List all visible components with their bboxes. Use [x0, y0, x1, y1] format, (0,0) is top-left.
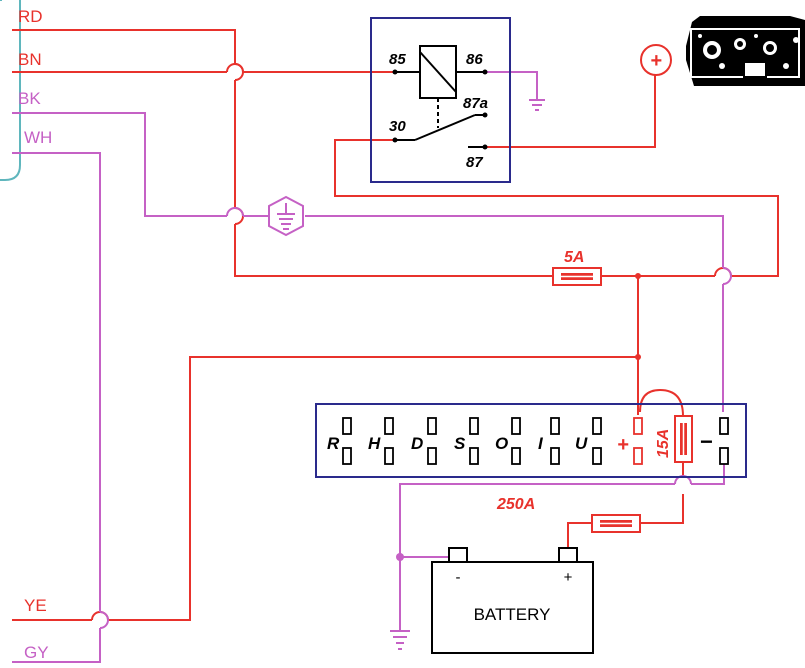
- plus-circle-icon: [640, 44, 672, 76]
- relay-pin-85: 85: [389, 51, 406, 68]
- pink-wires: [12, 71, 725, 663]
- terminal-label-o: O: [495, 434, 508, 453]
- wire-label-wh: WH: [24, 128, 52, 147]
- terminal-s: S: [454, 417, 479, 465]
- fuse-5a-label: 5A: [564, 249, 584, 266]
- wire-label-gy: GY: [24, 643, 49, 662]
- relay: 85 86 87a 30 87: [370, 17, 511, 183]
- junction-dot: [635, 273, 641, 279]
- terminal-label-plus: +: [617, 434, 629, 456]
- terminal-label-h: H: [368, 434, 381, 453]
- terminal-label-u: U: [575, 434, 588, 453]
- wire-label-rd: RD: [18, 7, 43, 26]
- terminal-label-r: R: [327, 434, 340, 453]
- relay-pin-87a: 87a: [463, 95, 488, 112]
- ground-symbol: [529, 99, 545, 111]
- plus-circle-label: +: [650, 50, 662, 72]
- component-illustration: [686, 16, 805, 86]
- terminal-minus: −: [700, 417, 729, 465]
- terminal-plus: +: [617, 417, 643, 465]
- battery: - + BATTERY: [431, 547, 594, 654]
- wire-bundle-bracket: [0, 0, 21, 181]
- relay-pin-30: 30: [389, 118, 406, 135]
- fuse-15a: [674, 415, 693, 463]
- fuse-250a-label: 250A: [496, 496, 535, 513]
- terminal-h: H: [368, 417, 394, 465]
- battery-neg-label: -: [456, 569, 461, 586]
- battery-pos-label: +: [564, 569, 573, 586]
- terminal-i: I: [538, 417, 560, 465]
- terminal-d: D: [411, 417, 437, 465]
- fuse-250a: [591, 514, 641, 533]
- fuse-15a-label: 15A: [655, 429, 672, 458]
- wire-crossover: [722, 267, 732, 285]
- battery-label: BATTERY: [474, 605, 551, 624]
- wire-crossover: [234, 63, 244, 81]
- terminal-label-minus: −: [700, 429, 713, 454]
- fuse-5a: [552, 267, 602, 286]
- wire-label-ye: YE: [24, 596, 47, 615]
- junction-dot: [635, 354, 641, 360]
- terminal-block: [315, 403, 747, 478]
- chassis-ground-icon: [268, 195, 304, 237]
- terminal-r: R: [327, 417, 352, 465]
- wire-label-bk: BK: [18, 89, 41, 108]
- terminal-o: O: [495, 417, 521, 465]
- relay-pin-87: 87: [466, 154, 483, 171]
- wire-label-bn: BN: [18, 50, 42, 69]
- relay-pin-86: 86: [466, 51, 483, 68]
- terminal-label-d: D: [411, 434, 423, 453]
- terminal-label-i: I: [538, 434, 544, 453]
- junction-dot: [396, 553, 404, 561]
- ground-symbol: [390, 630, 410, 650]
- terminal-u: U: [575, 417, 602, 465]
- terminal-label-s: S: [454, 434, 466, 453]
